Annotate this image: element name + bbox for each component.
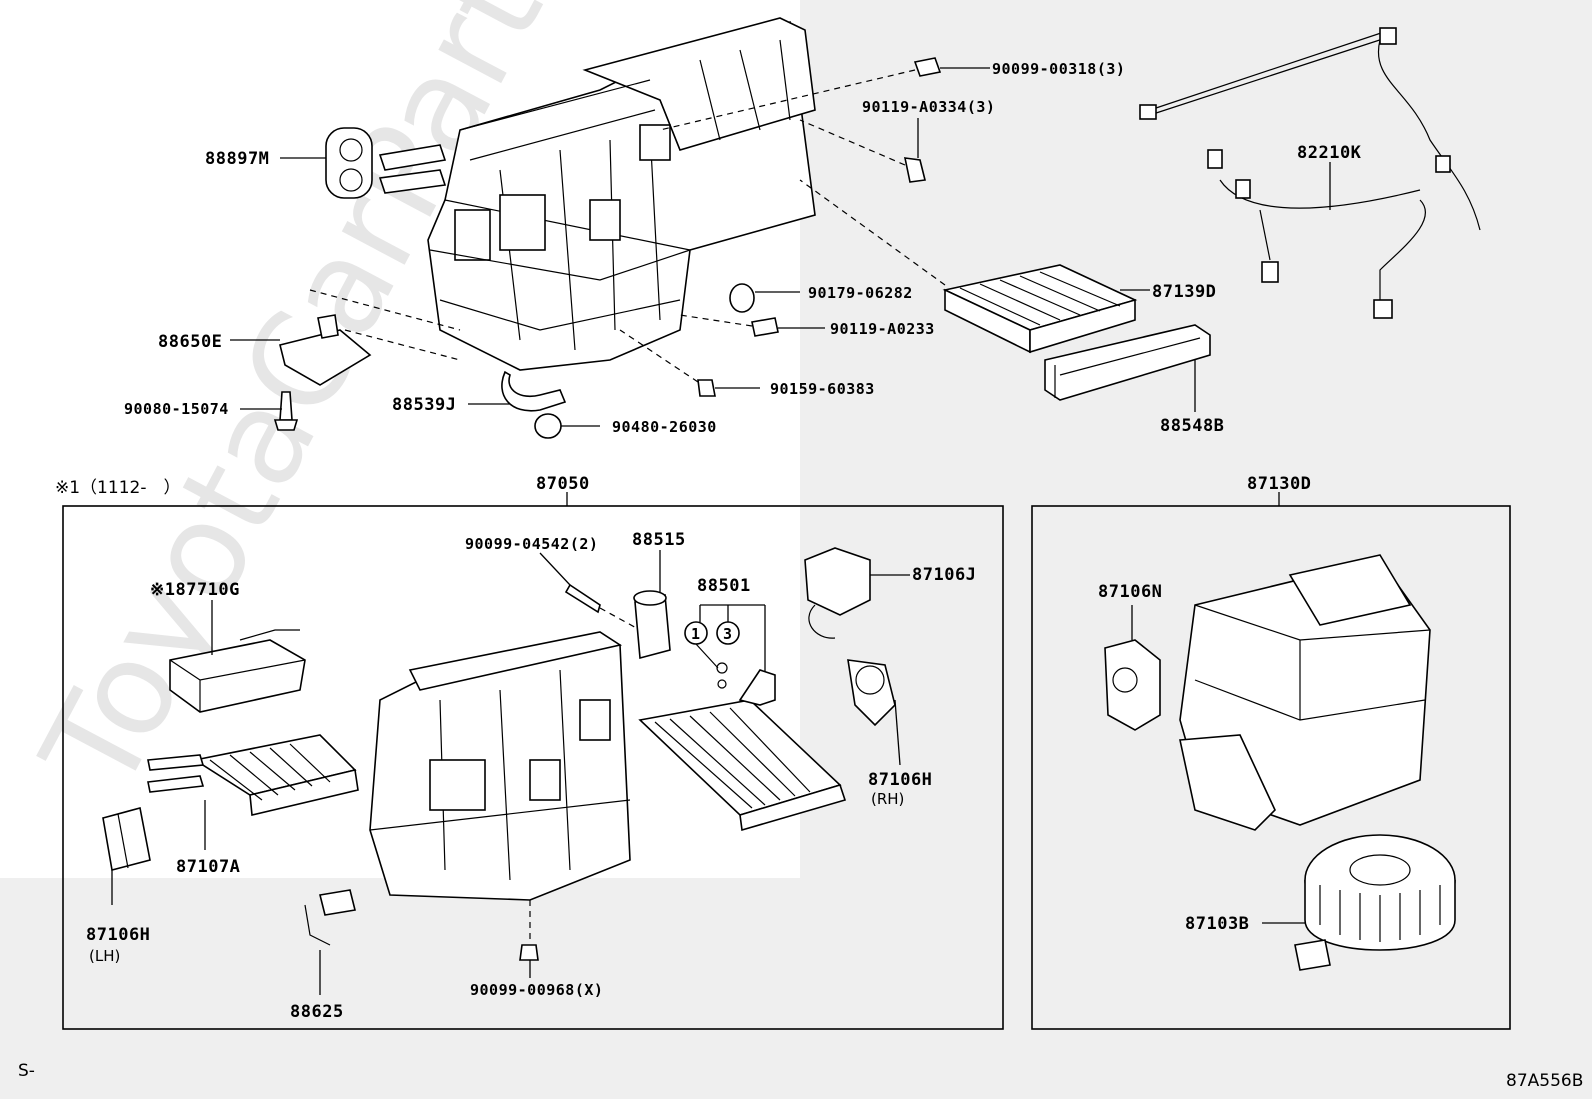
group-box-87130D bbox=[1031, 505, 1511, 1030]
grommet-88897M bbox=[325, 127, 373, 199]
label-87106J: 87106J bbox=[912, 565, 976, 585]
label-90080-15074: 90080-15074 bbox=[124, 400, 229, 418]
label-90099-00318: 90099-00318(3) bbox=[992, 60, 1125, 78]
group-header-87050: 87050 bbox=[536, 474, 590, 494]
label-87106H-lh-side: (LH) bbox=[89, 947, 120, 965]
actuator-87106H-lh bbox=[102, 807, 151, 905]
label-87106H-rh-side: (RH) bbox=[871, 790, 904, 808]
module-88650E bbox=[230, 314, 372, 386]
diagram-code: 87A556B bbox=[1506, 1071, 1583, 1091]
label-90159-60383: 90159-60383 bbox=[770, 380, 875, 398]
hose-88539J bbox=[468, 370, 567, 412]
filter-87139D bbox=[942, 264, 1150, 354]
blower-housing-87130D bbox=[1179, 554, 1431, 831]
label-90119-A0233: 90119-A0233 bbox=[830, 320, 935, 338]
label-88650E: 88650E bbox=[158, 332, 222, 352]
group-note-1112: ※1（1112- ） bbox=[55, 478, 180, 498]
label-87710G: ※187710G bbox=[150, 580, 240, 600]
label-90099-04542: 90099-04542(2) bbox=[465, 535, 598, 553]
evaporator-88501: 1 3 bbox=[638, 604, 847, 832]
valve-88515 bbox=[633, 550, 671, 660]
label-87103B: 87103B bbox=[1185, 914, 1249, 934]
callout-circle-3 bbox=[716, 621, 740, 645]
blower-motor-87103B bbox=[1262, 834, 1456, 971]
screw-90159-60383 bbox=[697, 379, 760, 397]
group-header-87130D: 87130D bbox=[1247, 474, 1311, 494]
label-88897M: 88897M bbox=[205, 149, 269, 169]
label-90179-06282: 90179-06282 bbox=[808, 284, 913, 302]
grommet-90480-26030 bbox=[534, 413, 600, 439]
label-87139D: 87139D bbox=[1152, 282, 1216, 302]
screw-90099-04542 bbox=[539, 552, 641, 631]
label-87106H-rh: 87106H bbox=[868, 770, 932, 790]
background-shade-lower bbox=[0, 878, 800, 1099]
label-90119-A0334: 90119-A0334(3) bbox=[862, 98, 995, 116]
hvac-case-inner bbox=[369, 631, 631, 940]
screw-90119-A0334 bbox=[903, 118, 926, 183]
label-87106N: 87106N bbox=[1098, 582, 1162, 602]
label-87106H-lh: 87106H bbox=[86, 925, 150, 945]
label-88625: 88625 bbox=[290, 1002, 344, 1022]
heater-87107A bbox=[147, 734, 359, 850]
label-88548B: 88548B bbox=[1160, 416, 1224, 436]
group-box-87050 bbox=[62, 505, 1004, 1030]
screw-90099-00318 bbox=[913, 57, 990, 77]
label-87107A: 87107A bbox=[176, 857, 240, 877]
label-90099-00968: 90099-00968(X) bbox=[470, 981, 603, 999]
nut-90179-06282 bbox=[729, 283, 800, 313]
screw-90119-A0233 bbox=[751, 317, 825, 337]
wire-harness-82210K bbox=[1139, 27, 1481, 319]
label-88539J: 88539J bbox=[392, 395, 456, 415]
callout-1-text: 1 bbox=[691, 625, 701, 643]
label-88515: 88515 bbox=[632, 530, 686, 550]
hvac-unit-drawing bbox=[378, 17, 816, 371]
actuator-87106H-rh bbox=[847, 659, 901, 766]
cover-88548B bbox=[1044, 324, 1211, 412]
callout-3-text: 3 bbox=[723, 625, 733, 643]
label-90480-26030: 90480-26030 bbox=[612, 418, 717, 436]
actuator-87106N bbox=[1104, 605, 1161, 731]
screw-90080-15074 bbox=[240, 391, 299, 431]
heater-core-87710G bbox=[169, 600, 306, 713]
screw-90099-00968 bbox=[519, 944, 539, 978]
label-88501: 88501 bbox=[697, 576, 751, 596]
page-marker: S- bbox=[18, 1061, 35, 1081]
sensor-88625 bbox=[304, 889, 356, 995]
actuator-87106J bbox=[804, 547, 910, 639]
label-82210K: 82210K bbox=[1297, 143, 1362, 163]
